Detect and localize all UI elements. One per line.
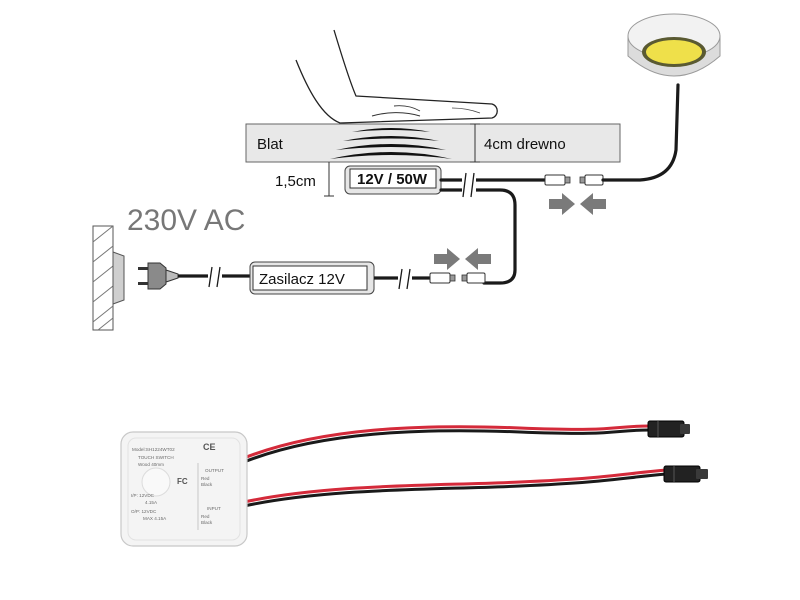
lamp-wire <box>601 83 680 182</box>
device-wood-thickness: Wood 40mm <box>138 462 164 467</box>
cable-end-connector <box>663 465 708 483</box>
device-model: Model:SH1224WT02 <box>132 447 175 452</box>
switch-rating-plate <box>349 168 437 189</box>
input-red-label: Red <box>201 514 210 519</box>
input-connector-pair <box>429 272 486 284</box>
connector-arrow-icon <box>434 248 491 270</box>
input-rating: I/P: 12VDC <box>131 493 155 498</box>
mains-voltage-label: 230V AC <box>127 204 245 237</box>
gap-dimension <box>324 162 334 197</box>
wire-break-icon <box>398 268 412 290</box>
fc-mark: FC <box>177 477 188 486</box>
switch-rating-label: 12V / 50W <box>357 171 428 188</box>
power-supply-plate <box>252 265 368 291</box>
output-rating: O/P: 12VDC <box>131 509 157 514</box>
wood-thickness-dimension <box>470 123 480 163</box>
power-plug-icon <box>138 262 179 290</box>
wall-socket-icon <box>92 225 125 331</box>
device-type: TOUCH SWITCH <box>138 455 174 460</box>
countertop-label: Blat <box>257 136 284 153</box>
output-connector-pair <box>544 174 604 186</box>
cable-end-connector <box>647 420 690 438</box>
output-red-label: Red <box>201 476 210 481</box>
switch-wires <box>439 178 547 285</box>
device-cables <box>242 424 668 508</box>
ce-mark: CE <box>203 442 216 452</box>
output-label: OUTPUT <box>205 468 224 473</box>
connector-arrow-icon <box>549 193 606 215</box>
input-current: 4.15A <box>145 500 158 505</box>
wire-break-icon <box>208 266 222 288</box>
touch-switch-module <box>120 431 248 547</box>
output-current: MAX 4.15A <box>143 516 167 521</box>
input-black-label: Black <box>201 520 213 525</box>
touch-wave-icon <box>330 128 452 159</box>
output-black-label: Black <box>201 482 213 487</box>
hand-icon <box>295 29 498 124</box>
gap-label: 1,5cm <box>275 173 316 190</box>
led-puck-light-icon <box>627 13 721 77</box>
wire-break-icon <box>462 172 476 198</box>
input-label: INPUT <box>207 506 221 511</box>
wood-thickness-label: 4cm drewno <box>484 136 566 153</box>
power-supply-label: Zasilacz 12V <box>259 271 345 288</box>
